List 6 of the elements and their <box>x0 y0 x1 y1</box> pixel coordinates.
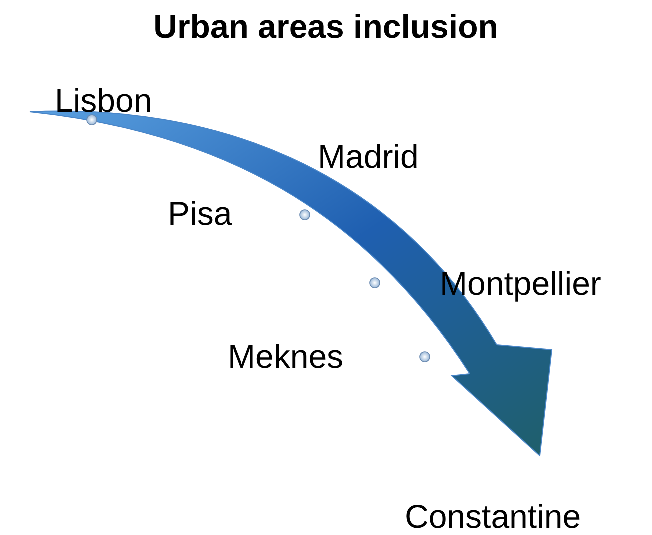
diagram-title: Urban areas inclusion <box>152 8 500 46</box>
city-label: Constantine <box>405 498 582 535</box>
city-label: Madrid <box>318 138 419 176</box>
city-label: Pisa <box>168 195 232 233</box>
city-label: Lisbon <box>55 82 152 120</box>
city-label: Meknes <box>228 338 344 376</box>
